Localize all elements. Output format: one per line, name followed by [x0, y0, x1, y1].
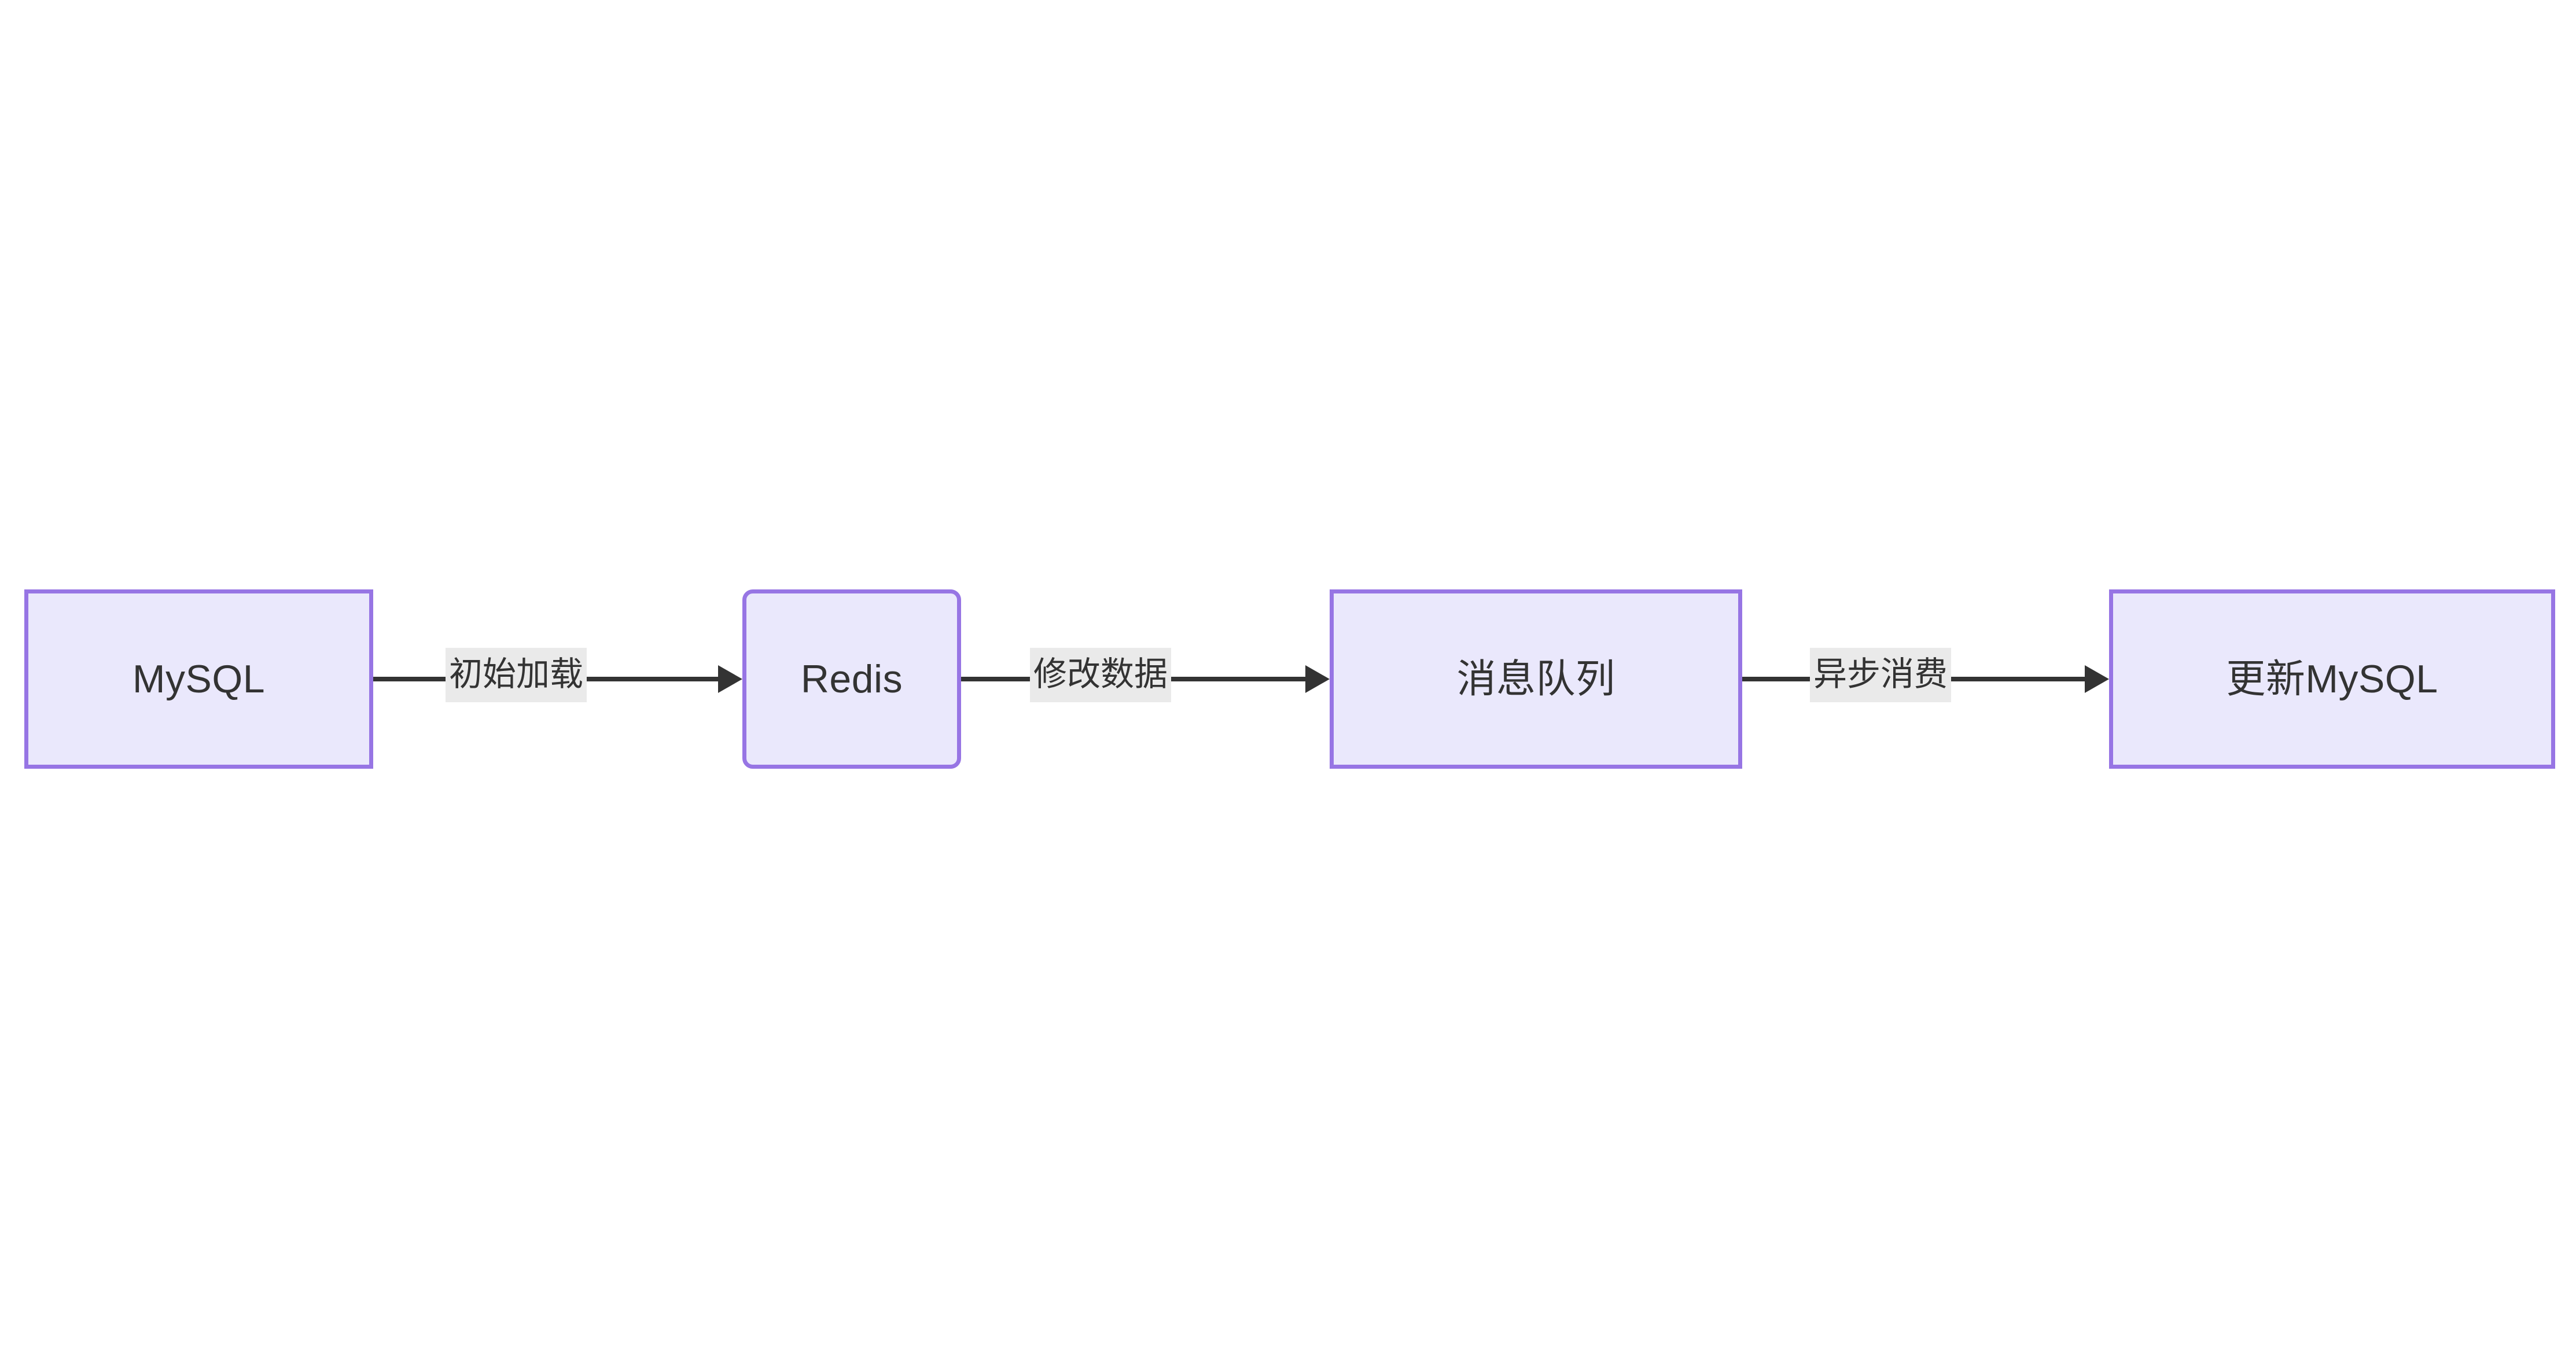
- arrow-right-icon: [2085, 665, 2109, 693]
- node-update-mysql-label: 更新MySQL: [2226, 657, 2438, 701]
- arrow-right-icon: [1305, 665, 1330, 693]
- edge-message-queue-to-update-mysql: 异步消费: [1742, 648, 2109, 702]
- edge-mysql-to-redis-label: 初始加载: [446, 648, 587, 702]
- node-redis[interactable]: Redis: [742, 589, 961, 769]
- flowchart: MySQL 初始加载 Redis 修改数据 消息队列 异步消费: [0, 589, 2576, 769]
- node-message-queue[interactable]: 消息队列: [1330, 589, 1742, 769]
- edge-mysql-to-redis: 初始加载: [373, 648, 742, 702]
- edge-redis-to-message-queue-label: 修改数据: [1030, 648, 1172, 702]
- edge-redis-to-message-queue: 修改数据: [961, 648, 1330, 702]
- node-message-queue-label: 消息队列: [1456, 657, 1615, 701]
- arrow-right-icon: [718, 665, 742, 693]
- edge-message-queue-to-update-mysql-label: 异步消费: [1810, 648, 1952, 702]
- node-mysql[interactable]: MySQL: [24, 589, 373, 769]
- node-update-mysql[interactable]: 更新MySQL: [2109, 589, 2555, 769]
- node-mysql-label: MySQL: [132, 657, 266, 701]
- node-redis-label: Redis: [800, 657, 903, 701]
